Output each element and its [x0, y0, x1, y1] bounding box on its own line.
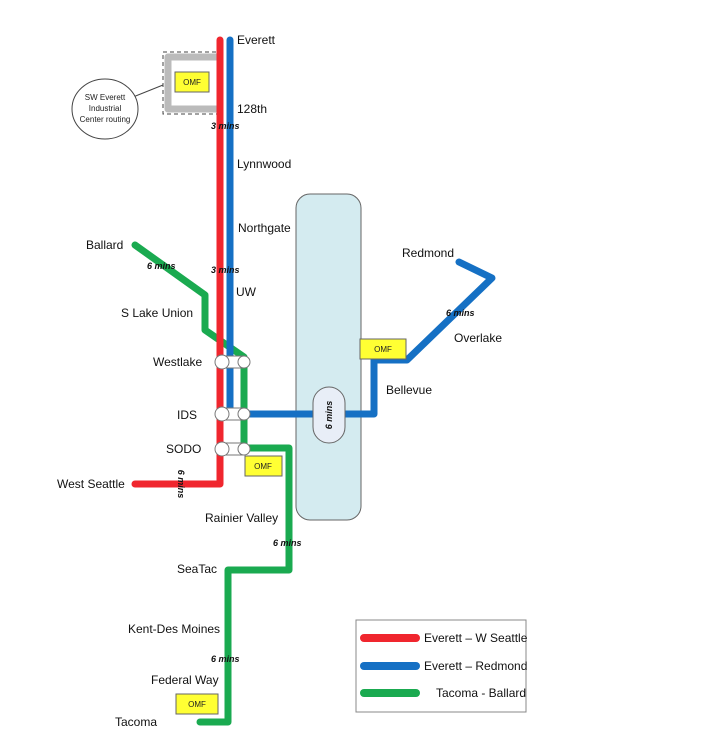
omf-sodo-label: OMF	[254, 462, 272, 471]
station-s-lake-union: S Lake Union	[121, 306, 193, 320]
omf-sodo	[244, 455, 283, 477]
station-tacoma: Tacoma	[115, 715, 157, 729]
callout-bubble	[71, 78, 139, 140]
station-federal-way: Federal Way	[151, 673, 219, 687]
callout-line-2: Industrial	[89, 104, 122, 113]
omf-bellevue	[359, 338, 407, 360]
station-bellevue: Bellevue	[386, 383, 432, 397]
travel-time-rainier-seatac: 6 mins	[273, 538, 302, 548]
station-westlake: Westlake	[153, 355, 202, 369]
legend: Everett – W Seattle Everett – Redmond Ta…	[355, 619, 528, 713]
callout-line-3: Center routing	[80, 115, 131, 124]
travel-time-kent-federal-way: 6 mins	[211, 654, 240, 664]
omf-bellevue-label: OMF	[374, 345, 392, 354]
travel-time-bellevue-overlake: 6 mins	[446, 308, 475, 318]
station-west-seattle: West Seattle	[57, 477, 125, 491]
station-lynnwood: Lynnwood	[237, 157, 291, 171]
station-sodo: SODO	[166, 442, 201, 456]
station-everett: Everett	[237, 33, 276, 47]
omf-north	[174, 71, 210, 93]
omf-federal-way-label: OMF	[188, 700, 206, 709]
station-uw: UW	[236, 285, 257, 299]
callout-line-1: SW Everett	[85, 93, 126, 102]
station-northgate: Northgate	[238, 221, 291, 235]
transfer-ids	[214, 406, 251, 422]
station-seatac: SeaTac	[177, 562, 217, 576]
travel-time-lake-crossing: 6 mins	[324, 401, 334, 430]
line-tacoma-ballard	[131, 241, 293, 726]
omf-north-label: OMF	[183, 78, 201, 87]
station-overlake: Overlake	[454, 331, 502, 345]
lake-washington	[295, 193, 362, 521]
station-ids: IDS	[177, 408, 197, 422]
station-ballard: Ballard	[86, 238, 123, 252]
line-everett-west-seattle	[131, 36, 224, 488]
travel-time-everett-128th: 3 mins	[211, 121, 240, 131]
omf-federal-way	[175, 693, 219, 715]
legend-label-red: Everett – W Seattle	[424, 631, 528, 645]
station-redmond: Redmond	[402, 246, 454, 260]
station-128th: 128th	[237, 102, 267, 116]
legend-label-blue: Everett – Redmond	[424, 659, 527, 673]
legend-label-green: Tacoma - Ballard	[436, 686, 526, 700]
transfer-westlake	[214, 354, 251, 370]
travel-time-sodo-west-seattle: 6 mins	[176, 470, 186, 499]
transfer-sodo	[214, 441, 251, 457]
travel-time-ballard-slu: 6 mins	[147, 261, 176, 271]
station-rainier-valley: Rainier Valley	[205, 511, 278, 525]
station-kent-des-moines: Kent-Des Moines	[128, 622, 220, 636]
travel-time-northgate-uw: 3 mins	[211, 265, 240, 275]
lake-crossing-pill	[312, 386, 346, 444]
